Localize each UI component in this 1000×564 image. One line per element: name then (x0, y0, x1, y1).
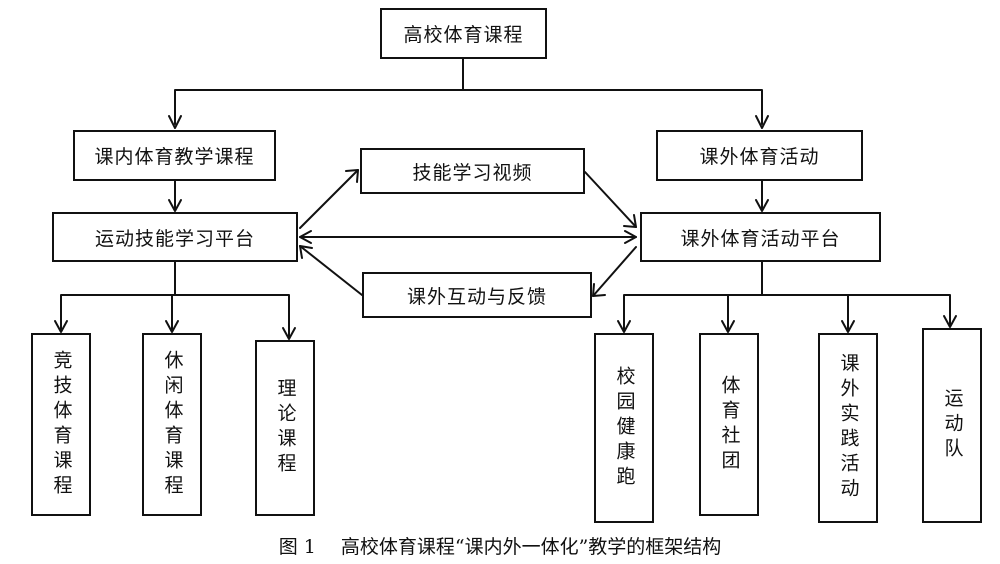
arrowhead (299, 245, 313, 259)
right-item-node: 课外实践活动 (818, 333, 878, 523)
arrowhead (168, 199, 182, 212)
left-platform-node: 运动技能学习平台 (52, 212, 298, 262)
arrowhead (345, 169, 359, 183)
arrowhead (755, 115, 769, 129)
video-line (299, 169, 359, 229)
root-stem (174, 58, 763, 125)
arrowhead (168, 115, 182, 129)
figure-caption: 图 1 高校体育课程“课内外一体化”教学的框架结构 (278, 536, 722, 558)
feedback-line (592, 246, 637, 297)
arrowhead (299, 230, 312, 244)
skill-video-node: 技能学习视频 (360, 148, 585, 194)
left-item-node: 理论课程 (255, 340, 315, 516)
inner-course-node: 课内体育教学课程 (73, 130, 276, 181)
outer-activity-node: 课外体育活动 (656, 130, 863, 181)
feedback-out-line (299, 245, 363, 296)
right-branch-lines (623, 261, 951, 330)
arrowhead (943, 315, 957, 328)
left-branch-lines (60, 261, 290, 337)
arrowhead (165, 320, 179, 333)
arrowhead (617, 320, 631, 333)
left-item-node: 休闲体育课程 (142, 333, 202, 516)
arrowhead (721, 320, 735, 333)
arrowhead (755, 199, 769, 212)
arrowhead (841, 320, 855, 333)
right-platform-node: 课外体育活动平台 (640, 212, 881, 262)
right-item-node: 校园健康跑 (594, 333, 654, 523)
root-node: 高校体育课程 (380, 8, 547, 59)
arrowhead (592, 283, 606, 297)
left-item-node: 竞技体育课程 (31, 333, 91, 516)
arrowhead (623, 214, 637, 228)
right-item-node: 体育社团 (699, 333, 759, 516)
interaction-feedback-node: 课外互动与反馈 (362, 272, 592, 318)
arrowhead (624, 230, 637, 244)
arrowhead (282, 327, 296, 340)
video-out-line (584, 171, 637, 228)
arrowhead (54, 320, 68, 333)
right-item-node: 运动队 (922, 328, 982, 523)
